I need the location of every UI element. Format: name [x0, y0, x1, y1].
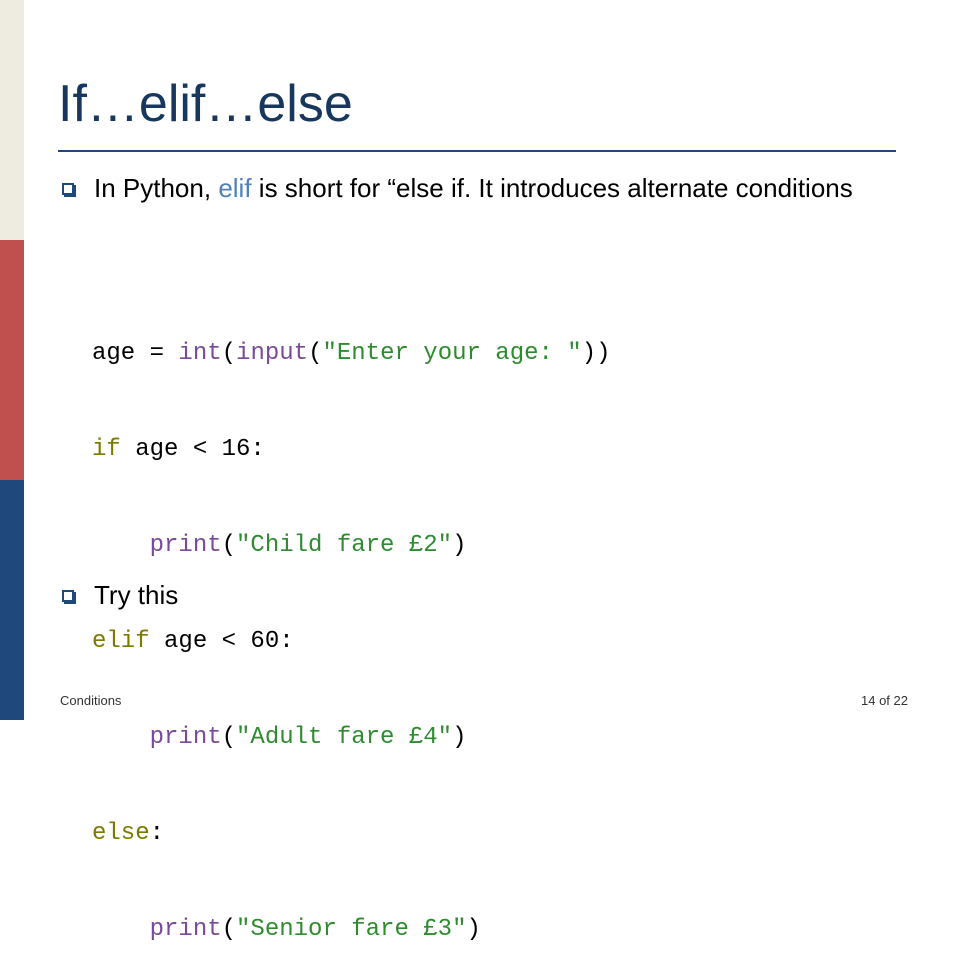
- code-line: print("Senior fare £3"): [92, 914, 611, 946]
- code-indent: [92, 916, 150, 943]
- code-token: (: [221, 340, 237, 367]
- code-token: age < 60:: [149, 628, 294, 655]
- code-keyword: if: [92, 436, 121, 463]
- code-token: (: [221, 916, 237, 943]
- code-token: (: [221, 724, 237, 751]
- footer-section-name: Conditions: [60, 693, 122, 708]
- code-keyword: else: [92, 820, 150, 847]
- code-builtin: print: [149, 916, 222, 943]
- slide-title: If…elif…else: [58, 75, 353, 133]
- code-builtin: int: [178, 340, 222, 367]
- code-token: age =: [92, 340, 179, 367]
- side-stripe-top: [0, 0, 24, 240]
- code-line: if age < 16:: [92, 434, 611, 466]
- side-stripe-bottom: [0, 480, 24, 720]
- code-keyword: elif: [92, 628, 150, 655]
- footer-slide-number: 14 of 22: [861, 693, 908, 708]
- bullet-keyword: elif: [218, 173, 252, 203]
- code-string: "Child fare £2": [236, 532, 453, 559]
- side-stripe-middle: [0, 240, 24, 480]
- code-token: age < 16:: [120, 436, 265, 463]
- bullet-text: Try this: [94, 580, 179, 610]
- bullet-item-try-this: Try this: [62, 580, 892, 610]
- code-token: (: [308, 340, 323, 367]
- code-builtin: input: [236, 340, 309, 367]
- code-token: ): [452, 724, 467, 751]
- code-line: else:: [92, 818, 611, 850]
- bullet-item-elif: In Python, elif is short for “else if. I…: [62, 173, 892, 203]
- code-line: print("Child fare £2"): [92, 530, 611, 562]
- code-token: )): [581, 340, 611, 367]
- code-line: print("Adult fare £4"): [92, 722, 611, 754]
- code-indent: [92, 532, 150, 559]
- code-token: (: [221, 532, 237, 559]
- bullet-text: In Python, elif is short for “else if. I…: [94, 173, 892, 203]
- code-builtin: print: [149, 532, 222, 559]
- code-line: age = int(input("Enter your age: ")): [92, 338, 611, 370]
- code-string: "Senior fare £3": [236, 916, 467, 943]
- bullet-suffix: is short for “else if. It introduces alt…: [251, 173, 853, 203]
- code-string: "Adult fare £4": [236, 724, 453, 751]
- code-token: :: [149, 820, 165, 847]
- code-builtin: print: [149, 724, 222, 751]
- code-string: "Enter your age: ": [322, 340, 582, 367]
- code-token: ): [452, 532, 467, 559]
- code-token: ): [466, 916, 481, 943]
- code-block: age = int(input("Enter your age: ")) if …: [92, 274, 611, 978]
- code-indent: [92, 724, 150, 751]
- square-bullet-icon: [62, 183, 74, 195]
- square-bullet-icon: [62, 590, 74, 602]
- bullet-prefix: In Python,: [94, 173, 219, 203]
- code-line: elif age < 60:: [92, 626, 611, 658]
- title-divider: [58, 150, 896, 152]
